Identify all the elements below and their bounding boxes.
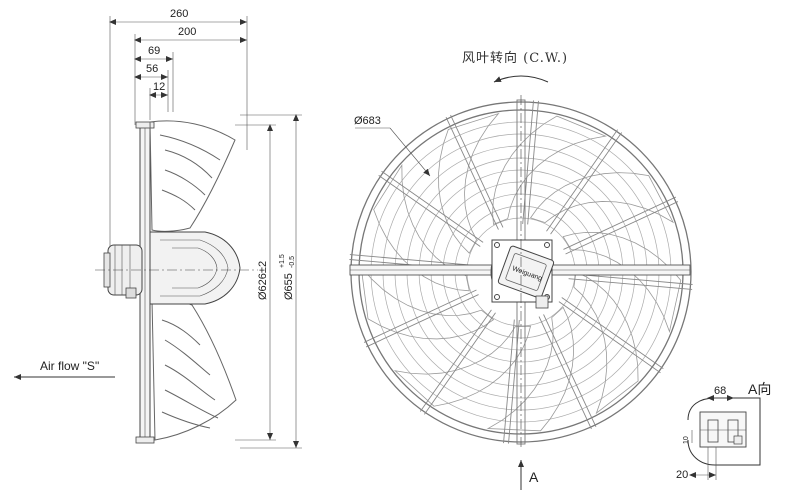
dim-69: 69 — [148, 45, 160, 57]
grille-spoke — [378, 175, 481, 247]
side-view: 260 200 69 56 12 — [14, 8, 302, 449]
grille-spoke — [522, 100, 534, 225]
grille-spoke — [543, 314, 597, 428]
grille-spoke — [508, 319, 520, 444]
dim-blade-diameter: Ø626±2 — [257, 261, 269, 300]
grille-spoke — [445, 116, 499, 230]
fan-blade — [562, 231, 682, 334]
grille-spoke — [546, 129, 618, 232]
fan-blade — [486, 306, 574, 432]
motor-plate: Weiguang — [490, 239, 555, 309]
grille-spoke — [568, 278, 693, 290]
grille-spoke — [424, 312, 496, 415]
dim-ring-tol-upper: +1.5 — [279, 254, 286, 268]
motor-junction-box — [103, 244, 143, 299]
dim-detail-10: 10 — [683, 436, 690, 444]
front-blades — [360, 112, 682, 432]
hub — [149, 231, 241, 305]
top-dimensions — [109, 16, 248, 255]
grille-spoke — [568, 273, 693, 285]
front-view: Weiguang 风叶转向 (C.W.) Ø683 A — [349, 50, 693, 490]
grille-spoke — [558, 301, 661, 374]
rotation-arrow — [493, 75, 549, 83]
grille-spoke — [565, 201, 679, 255]
fan-blade — [573, 271, 639, 415]
grille-spoke — [563, 196, 677, 250]
dim-detail-68: 68 — [714, 385, 726, 397]
grille-spoke — [365, 294, 479, 348]
fan-blade — [360, 265, 495, 340]
grille-spoke — [538, 316, 592, 430]
fan-blade — [492, 115, 607, 225]
fan-blade — [438, 112, 500, 254]
grille-spoke — [527, 100, 539, 225]
grille-spoke — [349, 254, 474, 266]
dim-56: 56 — [146, 63, 158, 75]
dim-260: 260 — [170, 8, 188, 20]
detail-a-view: 68 A向 10 20 — [676, 381, 771, 481]
grille-spoke — [419, 309, 492, 412]
grille-spoke — [561, 297, 664, 369]
grille-spoke — [550, 132, 623, 235]
fan-blade — [393, 325, 532, 407]
grille-spoke — [503, 319, 515, 444]
dim-ring-diameter: Ø655 — [283, 273, 295, 300]
detail-view-label: A向 — [748, 381, 771, 397]
grille-spoke — [381, 170, 484, 243]
grille-spoke — [363, 289, 477, 343]
airflow-label: Air flow "S" — [40, 359, 99, 373]
dim-detail-20: 20 — [676, 469, 688, 481]
grille-diameter-text: Ø683 — [354, 115, 381, 127]
grille-spoke — [450, 114, 504, 228]
fan-blade — [529, 172, 675, 224]
fan-blade — [373, 163, 470, 292]
view-a-label: A — [529, 469, 539, 485]
dim-200: 200 — [178, 26, 196, 38]
dim-12: 12 — [153, 81, 165, 93]
dim-ring-tol-lower: -0.5 — [289, 256, 296, 268]
rotation-direction-label: 风叶转向 (C.W.) — [462, 50, 568, 66]
